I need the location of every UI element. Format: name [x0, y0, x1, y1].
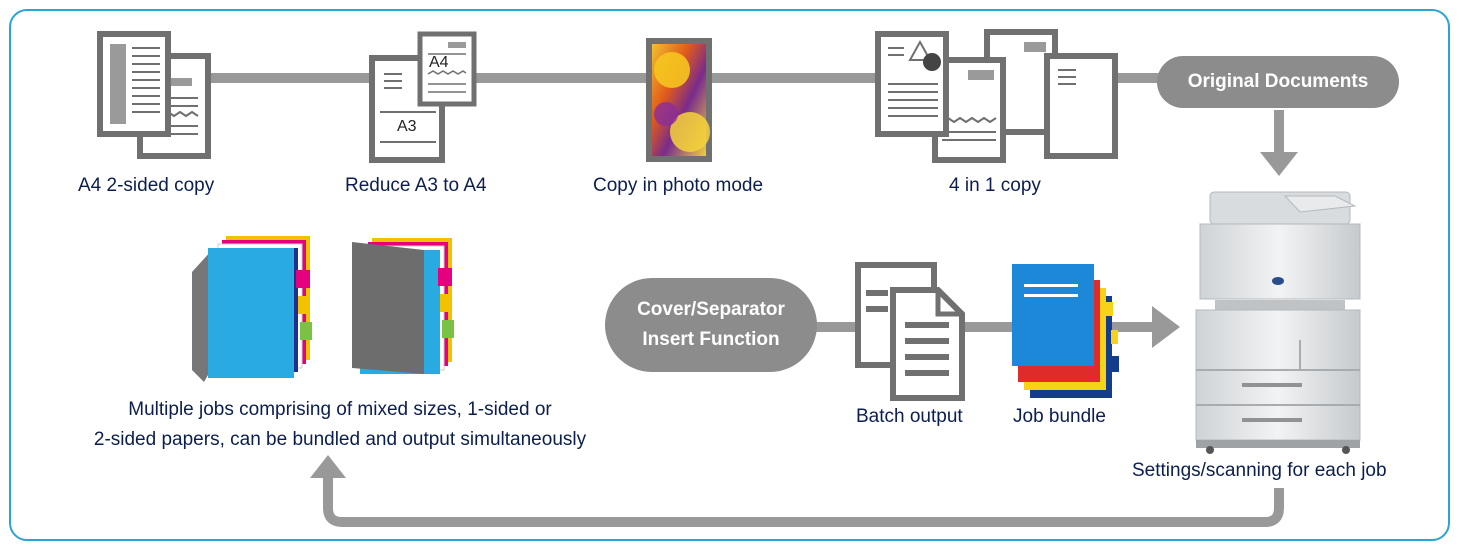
- machine-label: Settings/scanning for each job: [1132, 460, 1387, 481]
- original-documents-pill: Original Documents: [1157, 56, 1399, 108]
- return-arrow: [310, 455, 1284, 527]
- down-arrow: [1260, 110, 1298, 176]
- two-sided-copy-icon: [97, 31, 211, 159]
- middle-connector-line: [815, 306, 1180, 348]
- four-in-one-icon: [875, 29, 1118, 163]
- job-bundle-icon: [1012, 264, 1119, 398]
- open-binder-icon: [192, 236, 312, 382]
- insert-function-line2: Insert Function: [642, 329, 780, 350]
- closed-binder-icon: [352, 238, 454, 374]
- step-label-four-in-one: 4 in 1 copy: [949, 175, 1041, 196]
- doc-text-a4: A4: [429, 54, 449, 71]
- batch-output-label: Batch output: [856, 406, 963, 427]
- step-label-reduce: Reduce A3 to A4: [345, 175, 487, 196]
- insert-function-line1: Cover/Separator: [637, 299, 785, 320]
- multi-jobs-line1: Multiple jobs comprising of mixed sizes,…: [128, 399, 552, 420]
- copier-icon: [1195, 191, 1361, 454]
- step-label-photo: Copy in photo mode: [593, 175, 764, 196]
- job-bundle-label: Job bundle: [1013, 406, 1106, 427]
- doc-text-a3: A3: [397, 118, 417, 135]
- step-label-two-sided: A4 2-sided copy: [78, 175, 215, 196]
- multi-jobs-line2: 2-sided papers, can be bundled and outpu…: [93, 429, 587, 450]
- insert-function-pill: Cover/Separator Insert Function: [605, 278, 817, 372]
- multi-jobs-description: Multiple jobs comprising of mixed sizes,…: [40, 395, 640, 455]
- photo-icon: [646, 38, 712, 162]
- diagram-frame: [9, 9, 1450, 541]
- original-documents-label: Original Documents: [1187, 71, 1369, 92]
- batch-output-icon: [855, 262, 965, 401]
- reduce-a3-to-a4-icon: [369, 31, 477, 163]
